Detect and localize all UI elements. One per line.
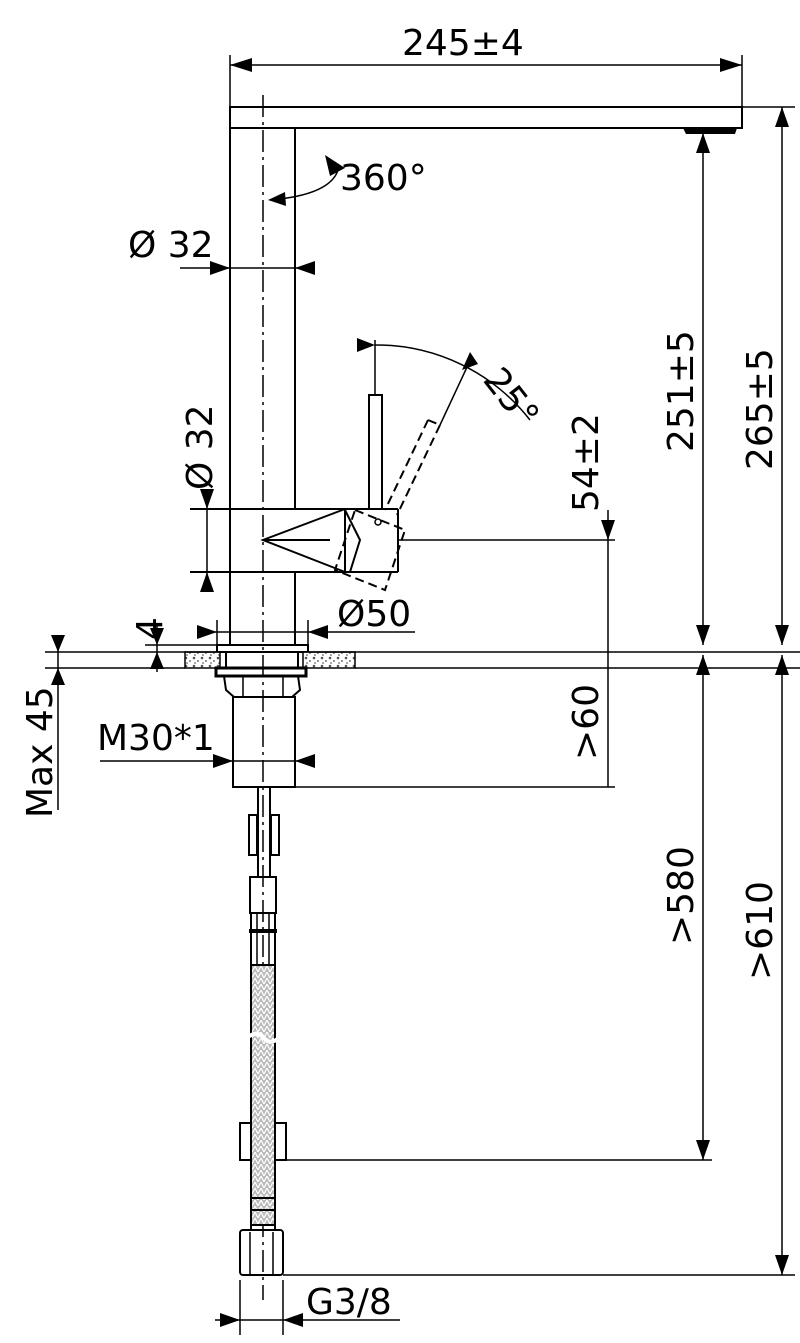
hose-nut [239,1229,284,1276]
label-thread: M30*1 [97,718,215,759]
countertop-right [302,651,356,669]
label-base-diameter: Ø50 [337,594,411,635]
label-rotation: 360° [340,158,427,199]
countertop-left [184,651,221,669]
lever-tilted-dashed [333,419,441,592]
faucet-body [45,95,800,1300]
aerator [683,128,737,134]
nut [222,675,302,698]
label-max-deck: Max 45 [20,686,61,818]
dimension-labels: 245±4 360° Ø 32 Ø 32 25° Ø50 4 Max 45 M3… [20,23,781,1323]
label-column-diameter: Ø 32 [128,225,214,266]
label-lever-height: 54±2 [566,413,607,512]
label-lever-angle: 25° [475,360,547,436]
label-hose-580: >580 [661,846,702,945]
spout-arm [229,106,743,129]
label-hose-610: >610 [740,881,781,980]
label-connection: G3/8 [306,1282,392,1323]
lever [368,394,383,510]
dimension-lines [51,55,795,1335]
label-spout-reach: 245±4 [402,23,524,64]
label-outlet-height: 251±5 [661,330,702,452]
supply-hose [239,787,795,1276]
label-body-diameter: Ø 32 [180,404,221,490]
hose-clip [239,1122,252,1161]
label-total-height: 265±5 [740,348,781,470]
label-plate-thickness: 4 [130,617,171,640]
label-shank-min: >60 [566,684,607,760]
shank [232,696,296,788]
